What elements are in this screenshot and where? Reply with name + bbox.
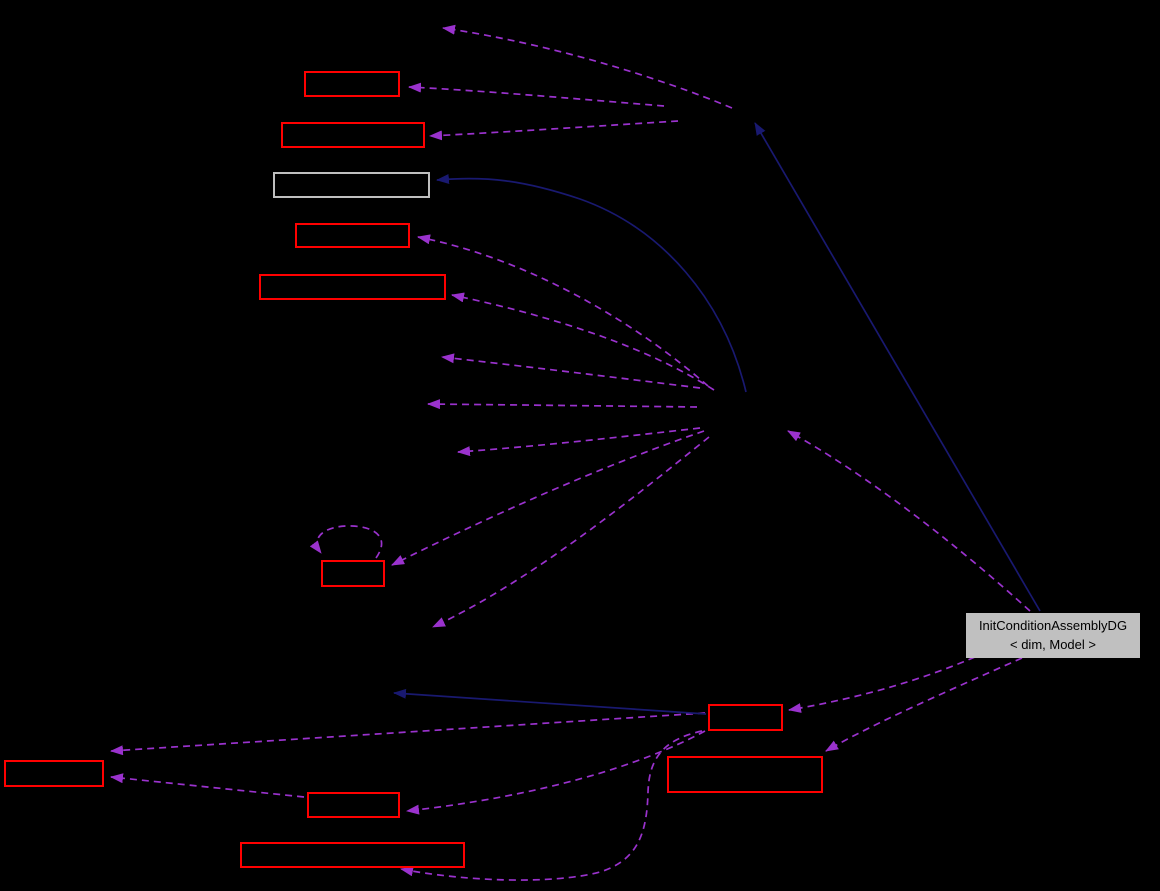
edge-box6-selfloop [309, 525, 383, 559]
edge-hub1-to-box1 [408, 82, 665, 107]
edge-box7-to-box10 [406, 730, 706, 815]
edge-box7-to-hidden-left-inherit [393, 688, 707, 715]
edge-hub1-to-hidden-top [442, 24, 733, 109]
class-node-red-9[interactable] [667, 756, 823, 793]
edge-hub2-to-hidden-mid2 [427, 399, 698, 410]
edge-hub2-to-hidden-low [432, 436, 710, 628]
edge-hub2-to-box6 [391, 430, 705, 566]
edge-main-to-hub1-inherit [754, 122, 1041, 612]
class-node-red-11[interactable] [240, 842, 465, 868]
edge-hub2-to-hidden-mid3 [457, 427, 701, 457]
class-node-red-6-selfloop[interactable] [321, 560, 385, 587]
edge-box7-to-box8 [110, 712, 706, 756]
main-class-name: InitConditionAssemblyDG [978, 617, 1128, 633]
class-node-red-10[interactable] [307, 792, 400, 818]
class-node-red-1[interactable] [304, 71, 400, 97]
edge-main-to-box9 [825, 657, 1023, 752]
edge-main-to-box7 [788, 656, 976, 713]
main-class-template-params: < dim, Model > [1010, 636, 1096, 652]
class-node-gray-3[interactable] [273, 172, 430, 198]
edge-hub2-to-box5 [451, 292, 715, 391]
edge-hub1-to-box2 [429, 120, 679, 141]
edge-box10-to-box8 [110, 773, 305, 798]
edge-hub2-to-hidden-mid1 [441, 353, 701, 389]
class-node-red-4[interactable] [295, 223, 410, 248]
class-node-red-8[interactable] [4, 760, 104, 787]
edge-box7-to-box11 [400, 730, 703, 881]
class-node-red-5[interactable] [259, 274, 446, 300]
edge-main-to-hub2 [787, 430, 1031, 612]
class-node-red-7[interactable] [708, 704, 783, 731]
class-node-red-2[interactable] [281, 122, 425, 148]
main-class-node: InitConditionAssemblyDG < dim, Model > [966, 613, 1140, 658]
edge-hub2-to-box3-inherit [436, 174, 747, 393]
edge-hub2-to-box4 [417, 234, 709, 387]
